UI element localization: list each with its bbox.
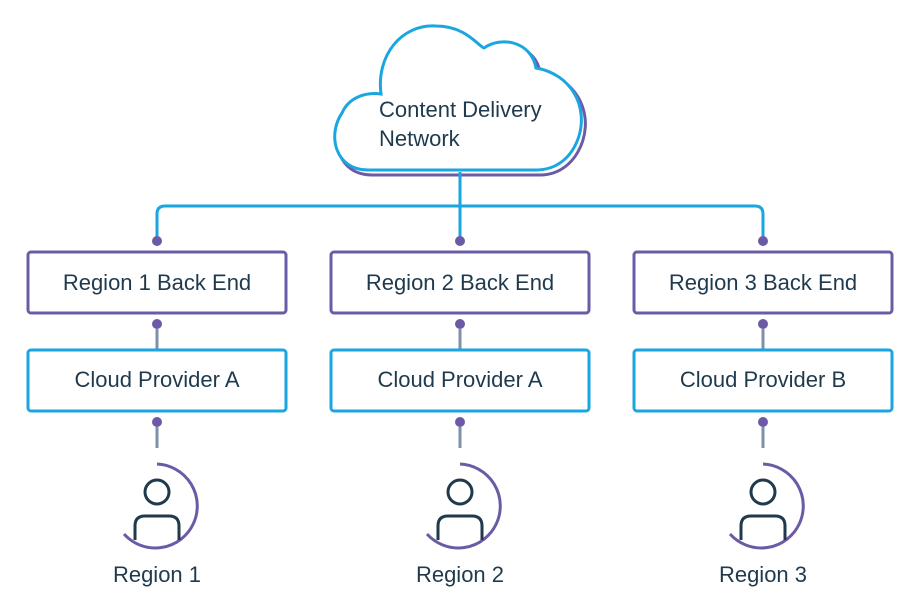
connector-dot [152, 236, 162, 246]
backend-box [632, 250, 894, 315]
column-region-2: Region 2 Back End Cloud Provider A Regio… [329, 250, 591, 587]
backend-label: Region 1 Back End [63, 270, 251, 295]
cdn-label-line2: Network [379, 126, 461, 151]
connector-dot [455, 236, 465, 246]
cloud-outline [333, 24, 583, 172]
connector-region-3 [460, 204, 765, 238]
column-region-3: Region 3 Back End Cloud Provider B Regio… [632, 250, 894, 587]
connector-dot [758, 236, 768, 246]
connector-dot [758, 417, 768, 427]
connector-region-1 [155, 204, 460, 238]
cdn-label-line1: Content Delivery [379, 97, 542, 122]
backend-box [329, 250, 591, 315]
connector-dot [455, 417, 465, 427]
region-label: Region 1 [113, 562, 201, 587]
cdn-cloud: Content Delivery Network [333, 24, 587, 177]
provider-box [329, 348, 591, 413]
user-icon [425, 462, 502, 550]
region-label: Region 3 [719, 562, 807, 587]
connector-dot [152, 417, 162, 427]
backend-label: Region 3 Back End [669, 270, 857, 295]
user-icon [122, 462, 199, 550]
connector-dot [152, 319, 162, 329]
backend-label: Region 2 Back End [366, 270, 554, 295]
provider-label: Cloud Provider B [680, 367, 846, 392]
connector-dot [455, 319, 465, 329]
column-region-1: Region 1 Back End Cloud Provider A Regio… [26, 250, 288, 587]
provider-box [26, 348, 288, 413]
cdn-connectors [155, 172, 765, 238]
provider-label: Cloud Provider A [74, 367, 239, 392]
user-icon [728, 462, 805, 550]
provider-box [632, 348, 894, 413]
backend-box [26, 250, 288, 315]
provider-label: Cloud Provider A [377, 367, 542, 392]
region-label: Region 2 [416, 562, 504, 587]
connector-dot [758, 319, 768, 329]
